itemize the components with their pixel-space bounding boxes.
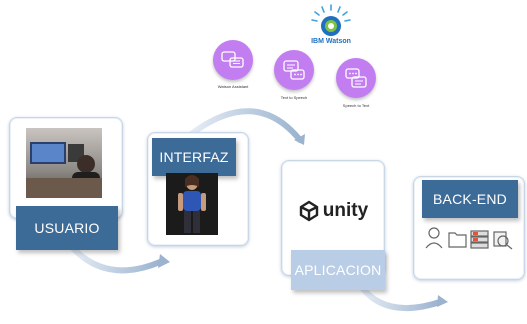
usuario-photo xyxy=(26,128,102,198)
text-to-speech-caption: Text to Speech xyxy=(280,95,308,100)
unity-cube-icon xyxy=(299,200,318,222)
backend-icons xyxy=(424,226,514,250)
speech-to-text-caption: Speech to Text xyxy=(342,103,370,108)
avatar-figure xyxy=(178,175,206,233)
arrow-usuario xyxy=(67,242,163,274)
chat-bubbles-icon xyxy=(221,51,244,68)
magnifier-icon xyxy=(493,231,513,250)
speech-to-text-bubble xyxy=(336,58,376,98)
unity-logo-text: unity xyxy=(322,200,369,221)
folder-icon xyxy=(448,232,467,248)
backend-label: BACK-END xyxy=(422,180,518,218)
watson-assistant-caption: Watson Assistant xyxy=(217,84,249,89)
user-at-computer-image xyxy=(26,142,102,198)
watson-assistant-bubble xyxy=(213,40,253,80)
watson-brand-text: IBM Watson xyxy=(311,38,351,45)
ibm-watson-logo: IBM Watson xyxy=(308,4,354,54)
user-silhouette-icon xyxy=(425,227,443,249)
text-to-speech-bubble xyxy=(274,50,314,90)
unity-logo: unity xyxy=(290,198,376,224)
avatar-image xyxy=(166,173,218,235)
usuario-label: USUARIO xyxy=(16,206,118,250)
arrow-aplicacion xyxy=(357,282,443,312)
aplicacion-label: APLICACION xyxy=(291,250,385,290)
text-to-speech-icon xyxy=(283,60,305,80)
speech-to-text-icon xyxy=(345,68,367,88)
arrow-interfaz xyxy=(187,108,303,143)
backend-icon-strip xyxy=(425,227,513,250)
interfaz-label: INTERFAZ xyxy=(152,138,236,176)
watson-avatar-icon xyxy=(311,4,351,36)
server-icon xyxy=(470,230,489,249)
